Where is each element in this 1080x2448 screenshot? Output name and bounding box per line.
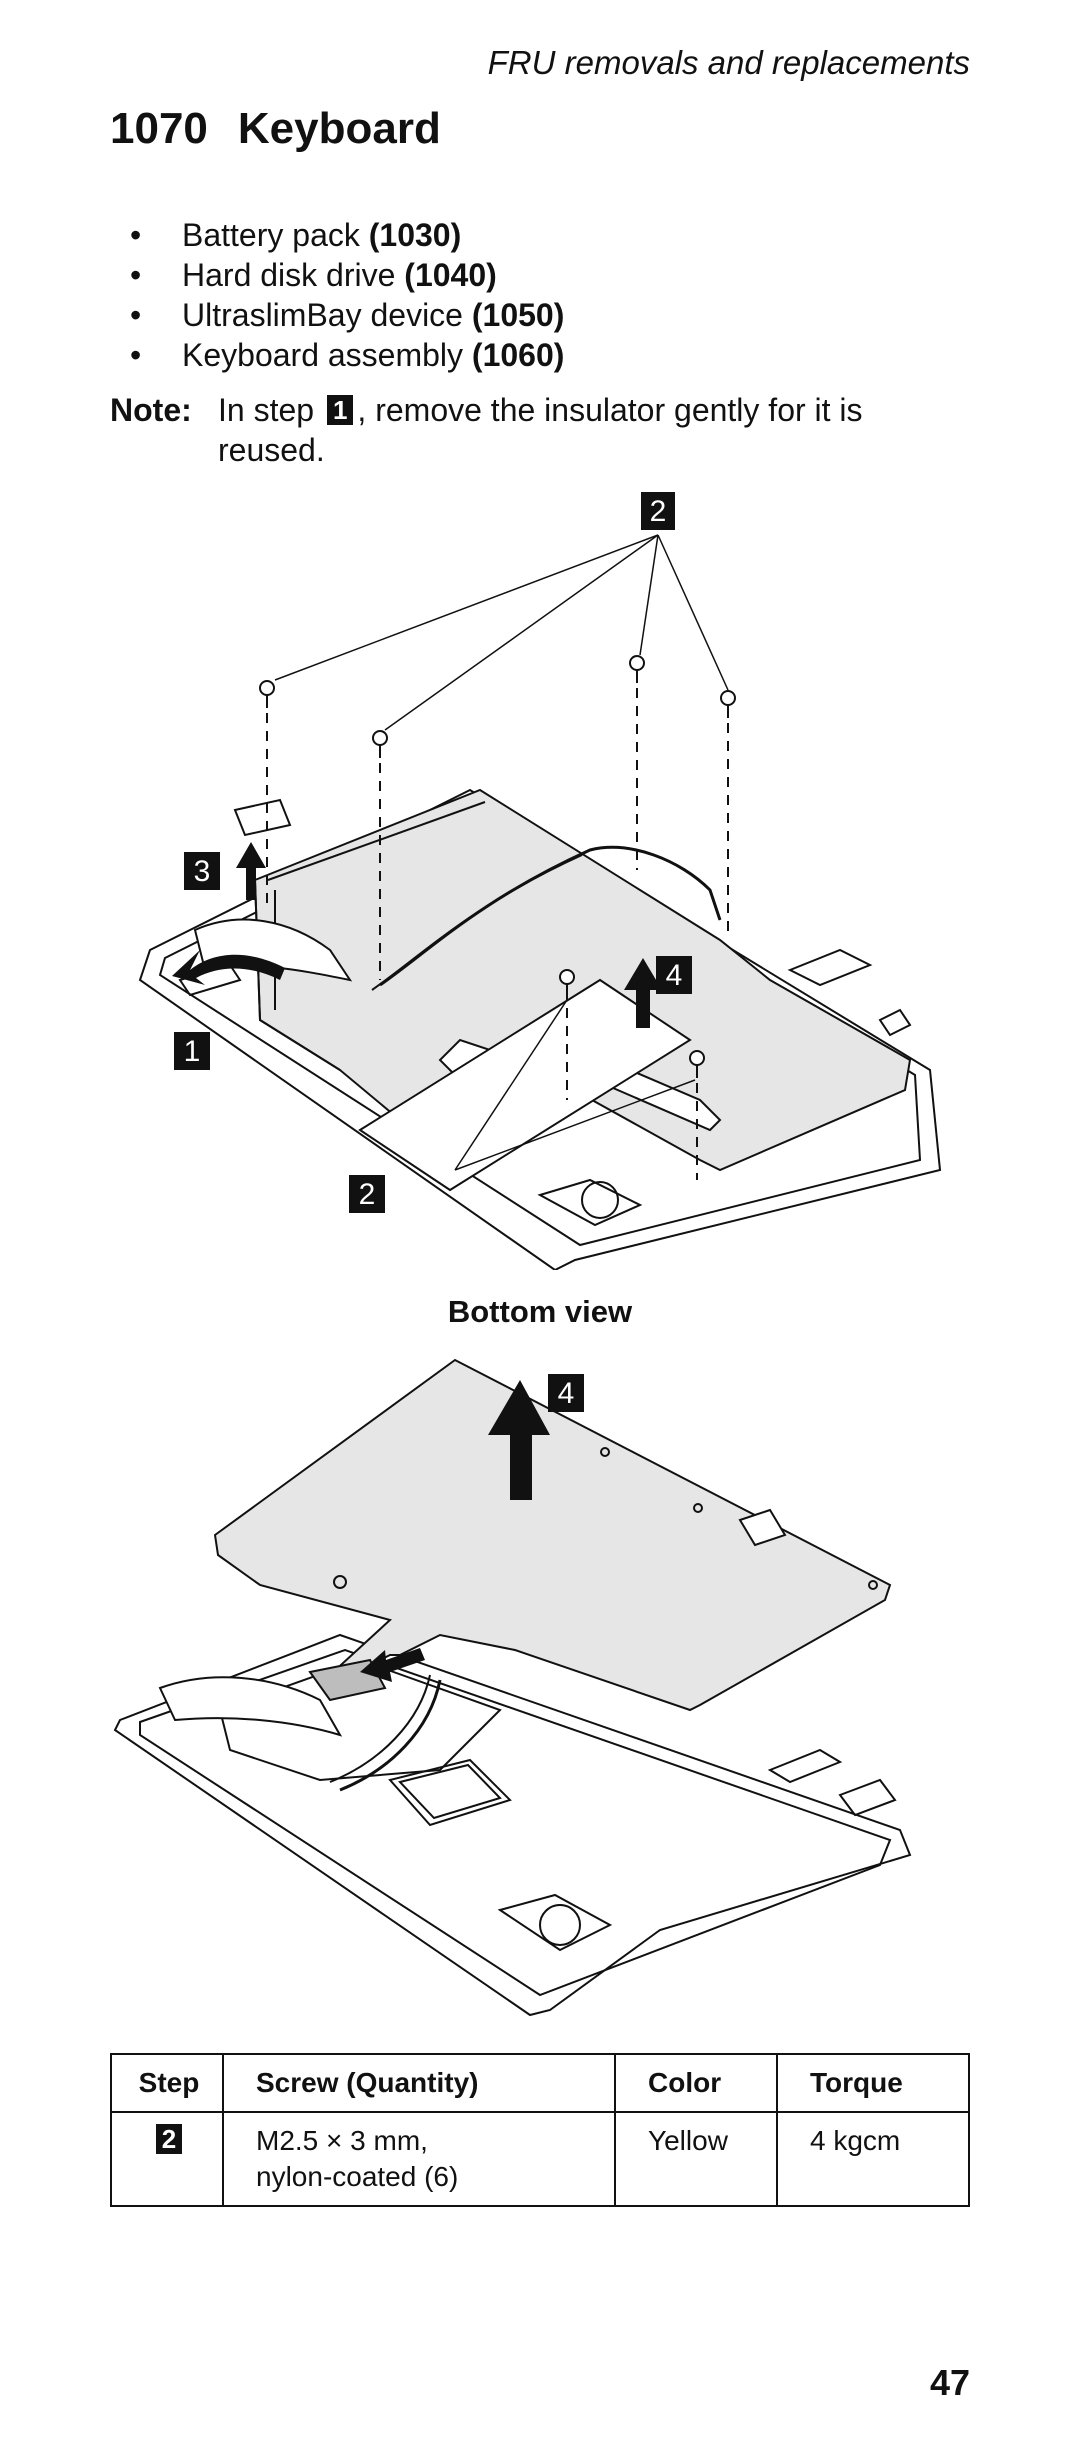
- note-text: In step 1, remove the insulator gently f…: [218, 392, 863, 468]
- screw-icon: [559, 969, 575, 997]
- table-header-row: Step Screw (Quantity) Color Torque: [110, 2053, 970, 2113]
- section-number: 1070: [110, 104, 208, 153]
- step-marker: 1: [326, 395, 354, 425]
- column-header-screw: Screw (Quantity): [222, 2053, 616, 2113]
- arrow-up-icon: [624, 958, 662, 1028]
- list-item: Hard disk drive (1040): [130, 255, 564, 295]
- prerequisite-list: Battery pack (1030) Hard disk drive (104…: [130, 215, 564, 375]
- column-header-step: Step: [110, 2053, 224, 2113]
- step-marker: 2: [155, 2124, 183, 2154]
- table-row: 2 M2.5 × 3 mm,nylon-coated (6) Yellow 4 …: [110, 2111, 970, 2207]
- screw-cell: M2.5 × 3 mm,nylon-coated (6): [222, 2111, 616, 2207]
- screw-icon: [629, 655, 645, 683]
- list-item: Keyboard assembly (1060): [130, 335, 564, 375]
- torque-cell: 4 kgcm: [776, 2111, 970, 2207]
- page-number: 47: [929, 2362, 970, 2403]
- color-cell: Yellow: [614, 2111, 778, 2207]
- curved-arrow-icon: [172, 950, 285, 985]
- figure-keyboard-removal: 2 3 4 1 2: [138, 492, 942, 1270]
- screw-icon: [689, 1050, 705, 1078]
- callout-1: 1: [184, 1035, 201, 1068]
- screw-spec-table: Step Screw (Quantity) Color Torque 2 M2.…: [110, 2053, 970, 2207]
- callout-2-lower: 2: [359, 1178, 376, 1211]
- page-title: 1070 Keyboard: [110, 104, 441, 154]
- screw-icon: [259, 680, 275, 708]
- running-header: FRU removals and replacements: [487, 44, 970, 81]
- callout-4: 4: [666, 959, 683, 992]
- screw-icon: [720, 690, 736, 718]
- section-title: Keyboard: [237, 104, 441, 153]
- arrow-up-icon: [488, 1380, 550, 1500]
- figure-caption: Bottom view: [447, 1294, 633, 1329]
- column-header-torque: Torque: [776, 2053, 970, 2113]
- callout-3: 3: [194, 855, 211, 888]
- list-item: Battery pack (1030): [130, 215, 564, 255]
- list-item: UltraslimBay device (1050): [130, 295, 564, 335]
- callout-4-bottom: 4: [558, 1377, 575, 1410]
- arrow-up-icon: [236, 842, 266, 900]
- screw-icon: [372, 730, 388, 758]
- callout-2: 2: [650, 495, 667, 528]
- figure-bottom-view: 4: [113, 1358, 912, 2017]
- step-cell: 2: [110, 2111, 224, 2207]
- column-header-color: Color: [614, 2053, 778, 2113]
- note: Note: In step 1, remove the insulator ge…: [110, 390, 970, 470]
- arrow-left-icon: [360, 1648, 425, 1682]
- note-label: Note:: [110, 392, 192, 428]
